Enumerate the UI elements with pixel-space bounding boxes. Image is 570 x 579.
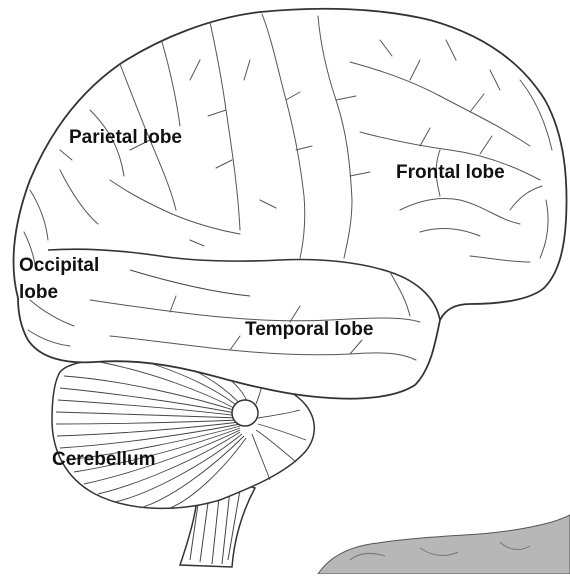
label-parietal-lobe: Parietal lobe <box>69 127 182 149</box>
label-occipital-lobe: Occipital lobe <box>19 252 129 306</box>
label-occipital-line1: Occipital <box>19 255 99 276</box>
label-temporal-lobe: Temporal lobe <box>245 319 373 341</box>
label-cerebellum: Cerebellum <box>52 449 155 471</box>
label-frontal-lobe: Frontal lobe <box>396 162 505 184</box>
label-occipital-line2: lobe <box>19 282 58 303</box>
cerebellum-center-circle <box>232 400 258 426</box>
adjacent-gray-structure <box>318 515 570 574</box>
